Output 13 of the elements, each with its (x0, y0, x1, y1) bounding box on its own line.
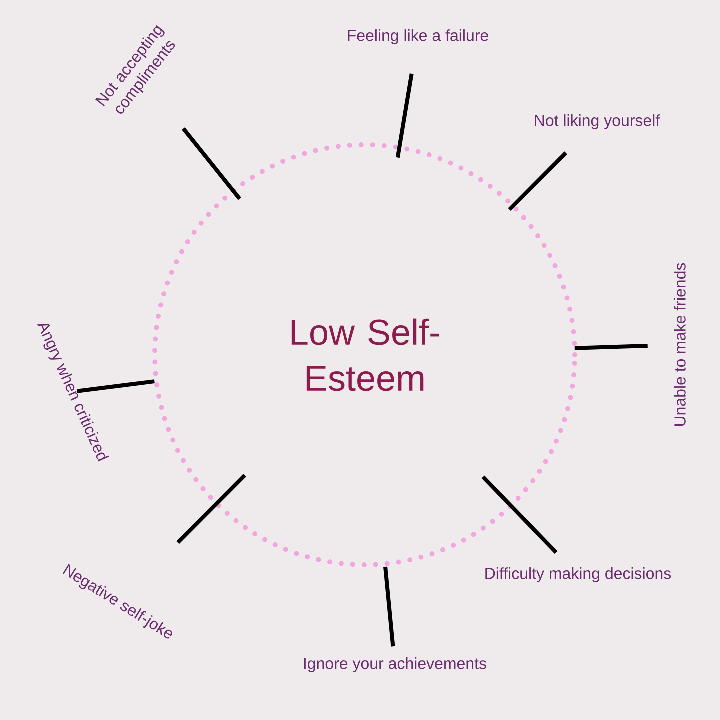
spoke-line (182, 128, 242, 200)
label-text: Feeling like a failure (348, 30, 488, 44)
spoke-line (384, 566, 396, 647)
label-text: Unable to make friends (674, 263, 686, 426)
label-text: Ignore your achievements (304, 658, 486, 672)
spoke-line (482, 476, 558, 554)
spoke-line (508, 152, 568, 212)
spoke-line (77, 380, 155, 394)
spoke-line (176, 474, 246, 544)
spoke-line (396, 74, 414, 158)
label-text: Not liking yourself (535, 114, 660, 130)
label-text: Difficulty making decisions (486, 568, 672, 582)
spoke-line (574, 344, 648, 350)
